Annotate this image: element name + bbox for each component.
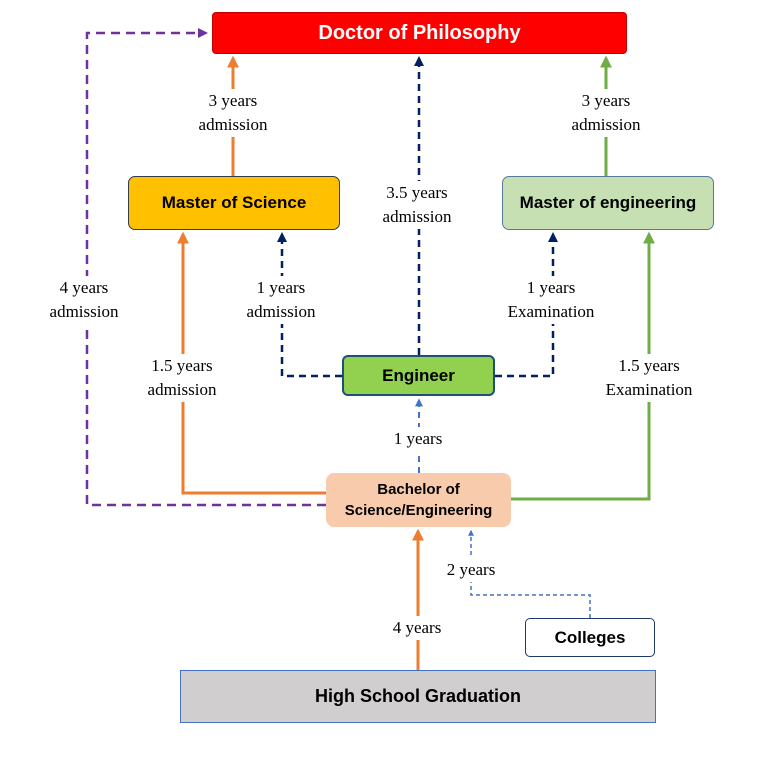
node-meng-label: Master of engineering xyxy=(519,193,697,212)
node-bachelor-label-line1: Bachelor of xyxy=(377,481,460,498)
node-high-school-graduation: High School Graduation xyxy=(180,670,656,723)
node-colleges-label: Colleges xyxy=(554,627,626,647)
arrow-engineer-to-msc xyxy=(277,232,342,378)
node-msc-label: Master of Science xyxy=(161,193,307,212)
node-phd-label: Doctor of Philosophy xyxy=(318,21,521,44)
node-engineer-label: Engineer xyxy=(382,365,455,385)
arrow-bachelor-to-msc xyxy=(177,231,326,495)
node-bachelor: Bachelor of Science/Engineering xyxy=(326,473,511,527)
arrow-bachelor-to-meng xyxy=(511,231,655,501)
label-colleges-to-bachelor: 2 years xyxy=(446,558,496,582)
node-engineer: Engineer xyxy=(342,355,495,396)
arrow-bachelor-to-phd xyxy=(85,28,326,507)
node-master-of-engineering: Master of engineering xyxy=(502,176,714,230)
label-bachelor-to-engineer: 1 years xyxy=(393,427,443,451)
node-colleges: Colleges xyxy=(525,618,655,657)
node-highschool-label: High School Graduation xyxy=(315,686,521,706)
node-bachelor-label-line2: Science/Engineering xyxy=(344,502,493,519)
node-master-of-science: Master of Science xyxy=(128,176,340,230)
label-highschool-to-bachelor: 4 years xyxy=(392,616,442,640)
node-doctor-of-philosophy: Doctor of Philosophy xyxy=(212,12,627,54)
